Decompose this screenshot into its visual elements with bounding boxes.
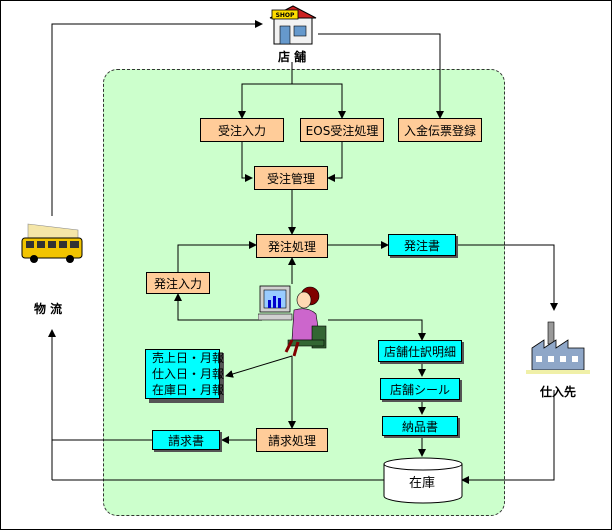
reports-doc: 売上日・月報 仕入日・月報 在庫日・月報 <box>145 349 225 399</box>
eos-juchu-box: EOS受注処理 <box>300 118 384 142</box>
juchu-input-box: 受注入力 <box>200 118 284 142</box>
report-line: 売上日・月報 <box>152 351 225 365</box>
shiiresaki-label: 仕入先 <box>540 385 577 399</box>
report-line: 仕入日・月報 <box>152 367 225 381</box>
zaiko-label: 在庫 <box>408 476 435 491</box>
butsuryu-label: 物 流 <box>34 302 63 316</box>
seikyu-sho-doc: 請求書 <box>152 430 220 450</box>
shop-label: 店 舗 <box>278 50 307 64</box>
tenpo-seal-doc: 店舗シール <box>380 378 460 400</box>
zaiko-cylinder <box>383 457 463 504</box>
seikyu-shori-box: 請求処理 <box>256 428 328 452</box>
factory-icon <box>526 321 590 374</box>
tenpo-meisai-doc: 店舗仕訳明細 <box>378 340 462 362</box>
hatchu-sho-doc: 発注書 <box>388 234 456 256</box>
hatchu-shori-box: 発注処理 <box>256 234 328 258</box>
operator-computer-icon <box>258 285 327 357</box>
juchu-kanri-box: 受注管理 <box>254 166 328 190</box>
nyukin-box: 入金伝票登録 <box>398 118 482 142</box>
nohin-doc: 納品書 <box>382 416 458 436</box>
svg-text:SHOP: SHOP <box>276 12 295 19</box>
shop-icon: SHOP <box>269 5 317 45</box>
bus-icon <box>21 223 83 263</box>
report-line: 在庫日・月報 <box>152 383 225 397</box>
hatchu-input-box: 発注入力 <box>146 272 210 294</box>
